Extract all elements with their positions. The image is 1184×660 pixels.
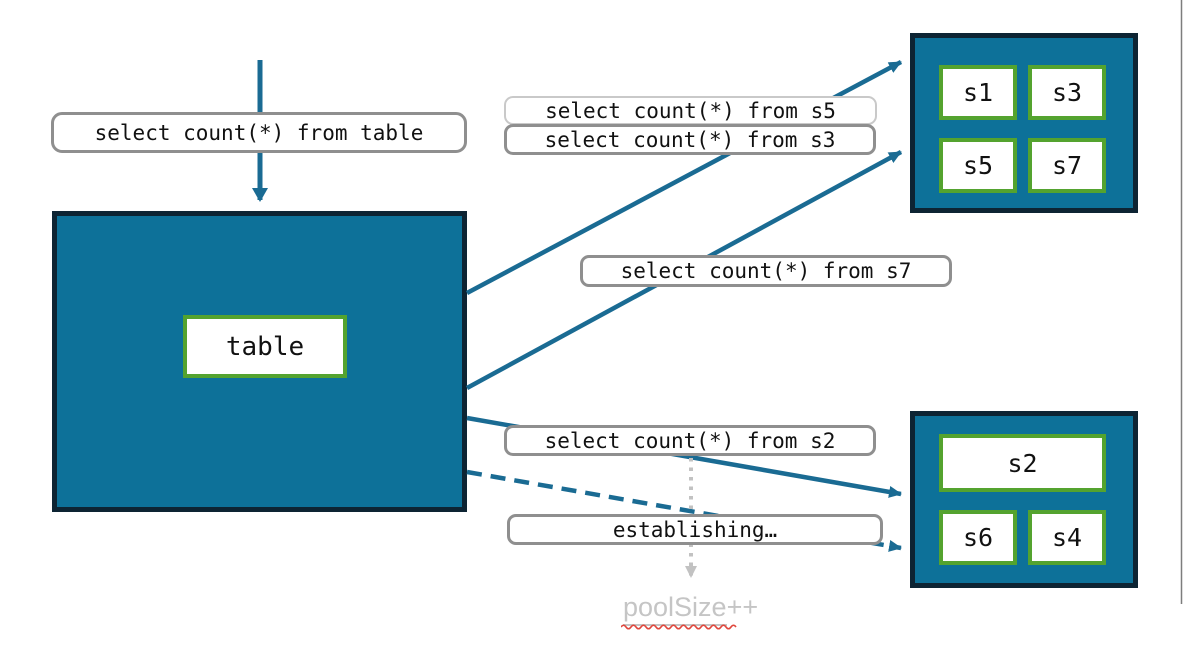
shard-s7-label: s7 bbox=[1051, 151, 1083, 180]
shard-s2-label: s2 bbox=[1007, 448, 1038, 478]
poolsize-annotation[interactable]: poolSize ++ bbox=[621, 592, 759, 630]
shard-s1-label: s1 bbox=[962, 78, 994, 107]
shard-s7: s7 bbox=[1028, 138, 1106, 193]
shard-s2: s2 bbox=[939, 434, 1106, 492]
query-label-table-text: select count(*) from table bbox=[94, 120, 424, 145]
table-label: table bbox=[225, 331, 305, 362]
shard-s5-label: s5 bbox=[962, 151, 994, 180]
shard-s4: s4 bbox=[1028, 510, 1106, 565]
poolsize-suffix: ++ bbox=[726, 592, 759, 622]
shard-s6: s6 bbox=[939, 510, 1017, 565]
shard-s3: s3 bbox=[1028, 65, 1106, 120]
poolsize-word-text: poolSize bbox=[623, 592, 727, 622]
shard-s3-label: s3 bbox=[1051, 78, 1083, 107]
poolsize-word: poolSize bbox=[621, 592, 737, 630]
shard-s5: s5 bbox=[939, 138, 1017, 193]
query-label-s3-text: select count(*) from s3 bbox=[544, 127, 836, 152]
query-label-s2-text: select count(*) from s2 bbox=[544, 428, 836, 453]
shard-s6-label: s6 bbox=[962, 523, 994, 552]
query-label-s5-text: select count(*) from s5 bbox=[545, 98, 836, 123]
table-label-box: table bbox=[183, 315, 347, 378]
shard-group-top: s1 s3 s5 s7 bbox=[910, 33, 1138, 213]
query-label-s2: select count(*) from s2 bbox=[504, 425, 876, 456]
query-label-s7: select count(*) from s7 bbox=[580, 255, 952, 287]
spellcheck-squiggle-icon bbox=[621, 624, 737, 630]
query-label-table: select count(*) from table bbox=[51, 112, 467, 153]
shard-s1: s1 bbox=[939, 65, 1017, 120]
query-label-s3: select count(*) from s3 bbox=[504, 124, 876, 155]
query-label-s5: select count(*) from s5 bbox=[504, 96, 877, 125]
query-label-s7-text: select count(*) from s7 bbox=[620, 259, 912, 283]
table-box: table bbox=[52, 211, 467, 512]
shard-s4-label: s4 bbox=[1051, 523, 1083, 552]
shard-group-bottom: s2 s6 s4 bbox=[910, 411, 1138, 588]
status-label-establishing: establishing… bbox=[507, 514, 883, 545]
status-label-establishing-text: establishing… bbox=[612, 517, 778, 542]
